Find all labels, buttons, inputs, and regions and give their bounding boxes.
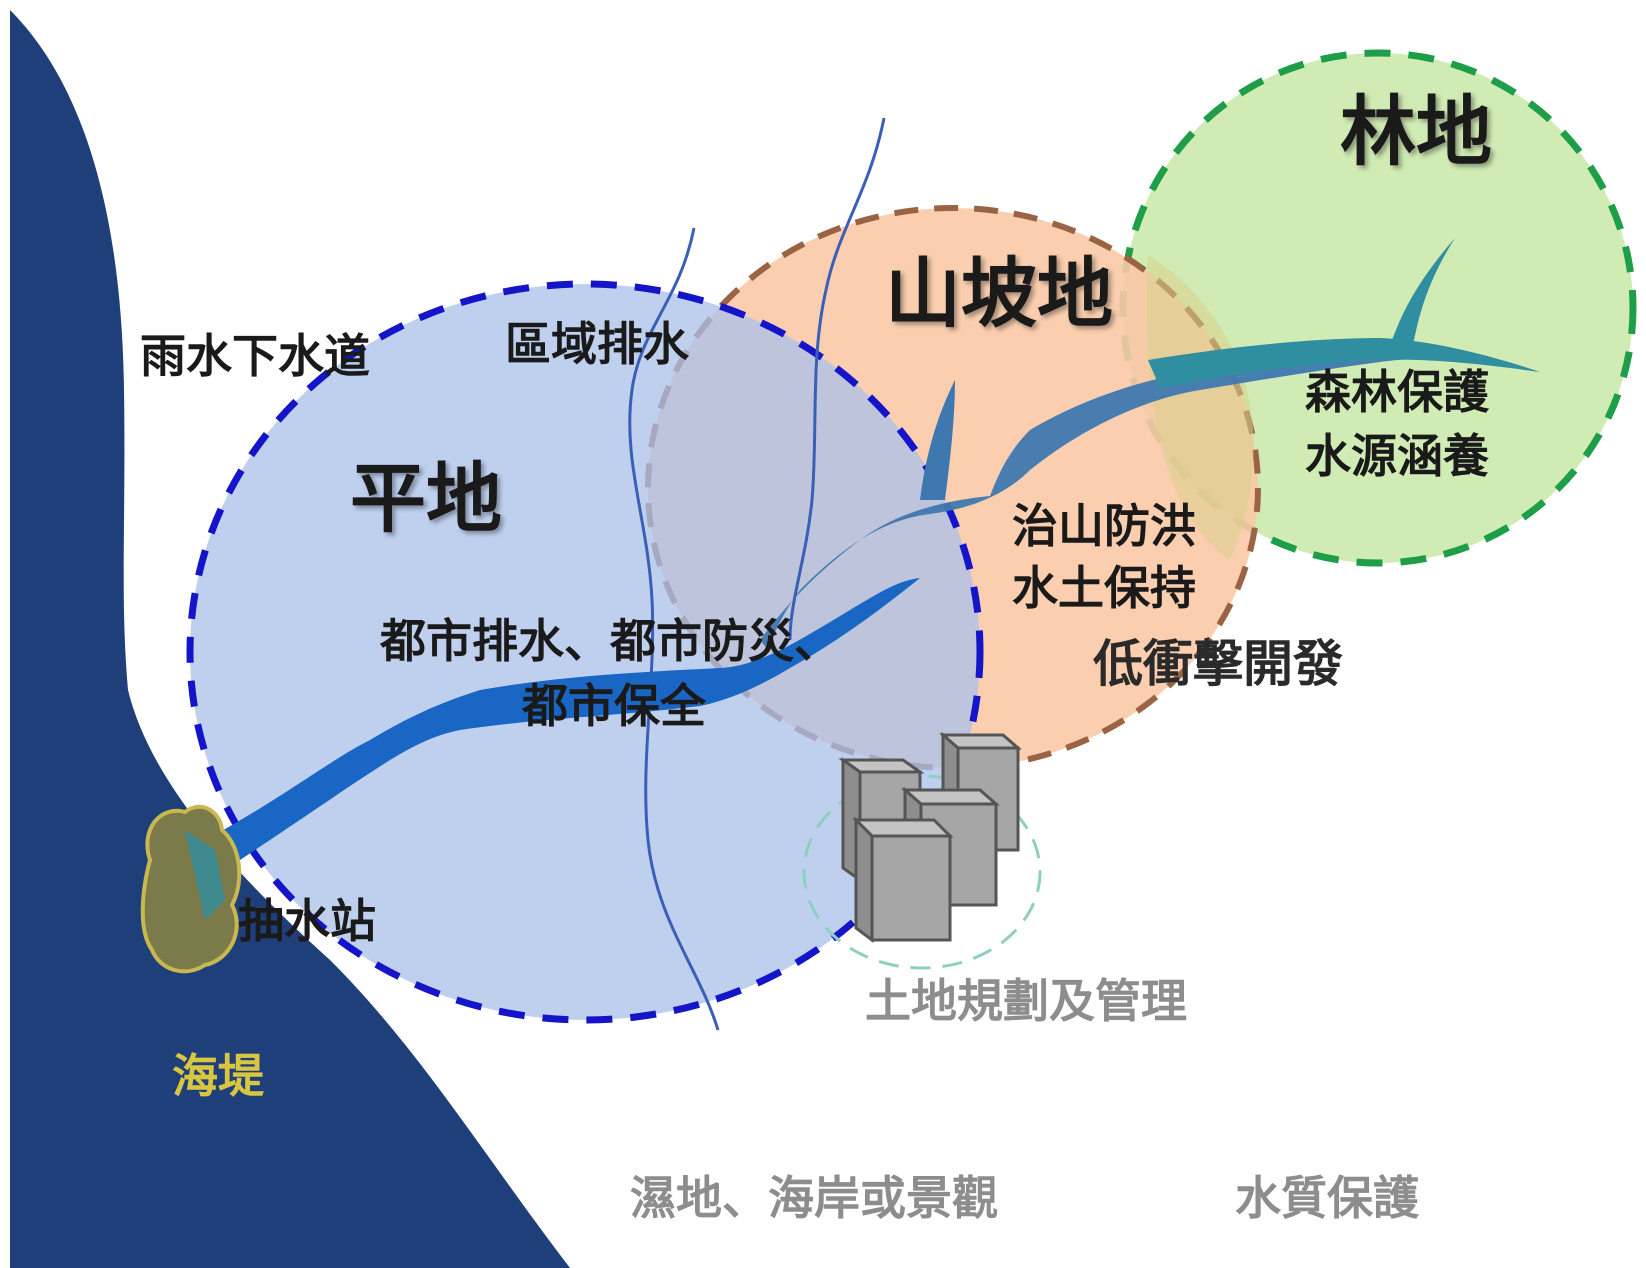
- river-forest-segment: [1148, 338, 1540, 388]
- sea-area: [10, 10, 570, 1268]
- zone-title-slope: 山坡地: [885, 249, 1113, 338]
- zone-title-forest: 林地: [1340, 87, 1492, 176]
- city-buildings-icon: [838, 731, 1023, 943]
- label-forest-line2: 水源涵養: [1305, 429, 1489, 483]
- zone-title-plain: 平地: [350, 454, 502, 543]
- land-planning-zone: [802, 774, 1042, 970]
- label-pump-station: 抽水站: [238, 894, 376, 948]
- river-tributary-b: [1390, 238, 1455, 350]
- label-seawall: 海堤: [172, 1049, 264, 1103]
- label-forest-line1: 森林保護: [1305, 365, 1489, 419]
- regional-drain-line-2: [788, 117, 886, 641]
- label-mountain-line2: 水土保持: [1012, 561, 1196, 615]
- pump-station-rock-icon: [140, 804, 242, 974]
- label-low-impact-development: 低衝擊開發: [1093, 635, 1343, 693]
- label-storm-sewer: 雨水下水道: [140, 329, 370, 383]
- slope-forest-overlap: [1146, 255, 1254, 560]
- regional-drain-line-1: [628, 227, 720, 1031]
- river-tributary-a: [920, 380, 955, 500]
- plain-zone: [186, 280, 984, 1024]
- label-wetland: 濕地、海岸或景觀: [630, 1171, 998, 1225]
- label-urban-line1: 都市排水、都市防災、: [380, 614, 840, 668]
- label-land-planning: 土地規劃及管理: [865, 974, 1187, 1028]
- label-regional-drainage: 區域排水: [505, 317, 689, 371]
- label-mountain-line1: 治山防洪: [1012, 499, 1196, 553]
- label-water-quality: 水質保護: [1235, 1171, 1419, 1225]
- label-urban-line2: 都市保全: [522, 679, 706, 733]
